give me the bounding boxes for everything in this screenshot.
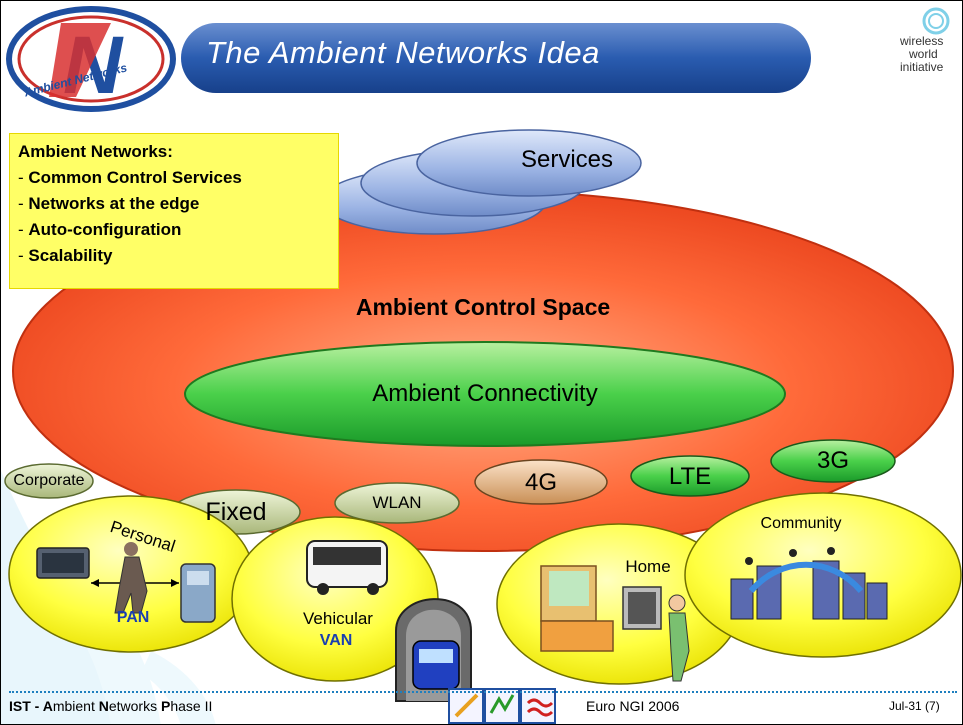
footer-project-normal: etworks: [108, 698, 161, 714]
logo-right-line-2: world: [909, 47, 938, 61]
vehicular-clipart: [306, 540, 472, 702]
info-box-item: - Common Control Services: [18, 168, 242, 188]
info-box-item-text: Auto-configuration: [28, 220, 182, 239]
node-4g: [474, 459, 608, 505]
home-clipart: [540, 565, 690, 682]
ambient-connectivity: [184, 341, 786, 447]
wireless-world-initiative-logo: [922, 7, 950, 35]
node-label-corporate: Corporate: [13, 472, 85, 489]
footer-divider: [9, 691, 957, 693]
services-label: Services: [520, 146, 614, 173]
domain-acronym-van: VAN: [319, 632, 353, 649]
control-space-label: Ambient Control Space: [355, 294, 611, 320]
node-lte: [630, 455, 750, 497]
info-box-item-text: Scalability: [28, 246, 113, 265]
node-label-fixed: Fixed: [205, 498, 267, 526]
page-title: The Ambient Networks Idea: [206, 35, 600, 70]
ambient-networks-logo: N: [6, 6, 176, 112]
info-box-item: - Scalability: [18, 246, 113, 266]
footer-logos: [448, 688, 556, 724]
logo-right-line-1: wireless: [900, 34, 944, 48]
info-box-item-text: Common Control Services: [28, 168, 242, 187]
footer-project-bold: N: [98, 698, 109, 714]
info-box-item: - Networks at the edge: [18, 194, 199, 214]
node-label-3g: 3G: [816, 447, 850, 474]
community-clipart: [730, 547, 888, 620]
node-3g: [770, 439, 896, 483]
domain-label-community: Community: [760, 515, 842, 532]
footer-date-page: Jul-31 (7): [889, 699, 940, 713]
footer-project-normal: hase II: [170, 698, 213, 714]
domain-label-home: Home: [625, 557, 671, 576]
services-stack: [321, 129, 642, 235]
connectivity-label: Ambient Connectivity: [372, 380, 598, 407]
info-box-item: - Auto-configuration: [18, 220, 181, 240]
footer-project-normal: mbient: [52, 698, 99, 714]
footer-project-bold: IST - A: [9, 698, 53, 714]
info-box-item-text: Networks at the edge: [28, 194, 200, 213]
footer-conference: Euro NGI 2006: [586, 698, 680, 714]
bullet: -: [18, 246, 29, 265]
node-wlan: [334, 482, 460, 524]
bullet: -: [18, 194, 29, 213]
info-box: Ambient Networks: - Common Control Servi…: [9, 133, 339, 289]
node-label-wlan: WLAN: [372, 493, 422, 512]
bullet: -: [18, 220, 29, 239]
title-bar: [181, 23, 811, 93]
personal-devices-clipart: [36, 542, 216, 623]
node-label-4g: 4G: [524, 469, 558, 496]
node-label-lte: LTE: [668, 463, 712, 490]
footer-project-bold: P: [160, 698, 171, 714]
domain-label-vehicular: Vehicular: [303, 609, 373, 628]
node-corporate: [4, 463, 94, 499]
footer-project-name: IST - Ambient Networks Phase II: [9, 698, 212, 714]
logo-right-line-3: initiative: [900, 60, 944, 74]
info-box-heading: Ambient Networks:: [18, 142, 173, 161]
bullet: -: [18, 168, 29, 187]
domain-acronym-pan: PAN: [116, 609, 150, 626]
